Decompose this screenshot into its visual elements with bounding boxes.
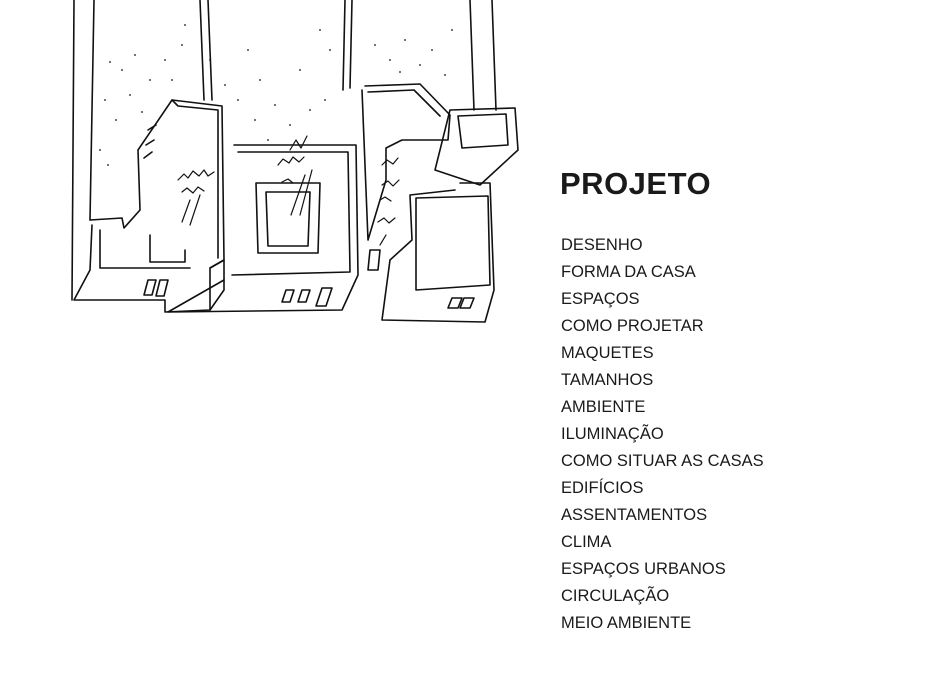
topic-item: ASSENTAMENTOS xyxy=(561,506,708,524)
topic-item: MAQUETES xyxy=(561,344,654,362)
topic-item: EDIFÍCIOS xyxy=(561,479,644,497)
topic-item: TAMANHOS xyxy=(561,371,654,389)
topic-item: ILUMINAÇÃO xyxy=(561,425,664,443)
topic-item: ESPAÇOS URBANOS xyxy=(561,560,726,578)
topic-item: ESPAÇOS xyxy=(561,290,640,308)
topic-item: FORMA DA CASA xyxy=(561,263,696,281)
topics-list: DESENHO FORMA DA CASA ESPAÇOS COMO PROJE… xyxy=(561,232,764,637)
topic-item: DESENHO xyxy=(561,236,643,254)
topic-item: CLIMA xyxy=(561,533,612,551)
house-sketch-illustration xyxy=(60,0,520,330)
topic-item: AMBIENTE xyxy=(561,398,646,416)
section-title: PROJETO xyxy=(560,166,712,201)
topic-item: COMO SITUAR AS CASAS xyxy=(561,452,764,470)
topic-item: COMO PROJETAR xyxy=(561,317,704,335)
topic-item: MEIO AMBIENTE xyxy=(561,614,692,632)
topic-item: CIRCULAÇÃO xyxy=(561,587,670,605)
